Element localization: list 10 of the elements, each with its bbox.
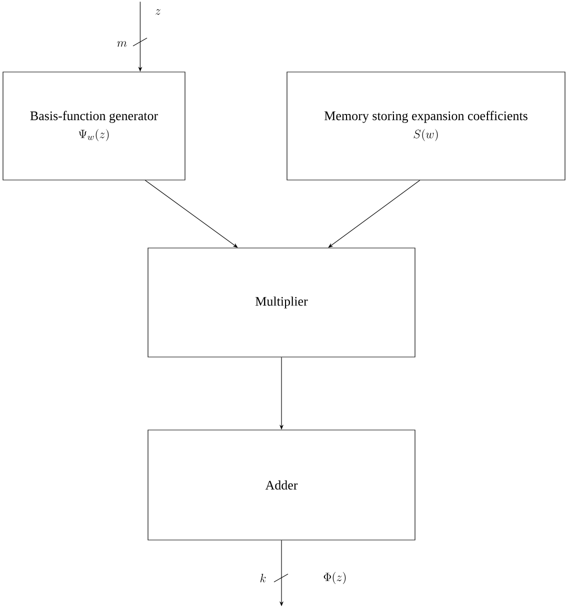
edge-label: $\Phi(z)$ — [324, 572, 346, 584]
label: $m$ — [117, 41, 127, 47]
edge-label: $z$ — [156, 9, 161, 15]
process-box: Memory storing expansion coefficients $S(w)$ — [286, 72, 566, 180]
process-box: Basis-function generator $\Psi_{w}(z)$ — [2, 72, 186, 180]
process-box: Adder — [148, 430, 416, 540]
label: $k$ — [260, 574, 266, 582]
arrow — [328, 180, 420, 248]
arrow — [144, 180, 238, 248]
process-box: Multiplier — [148, 248, 416, 358]
